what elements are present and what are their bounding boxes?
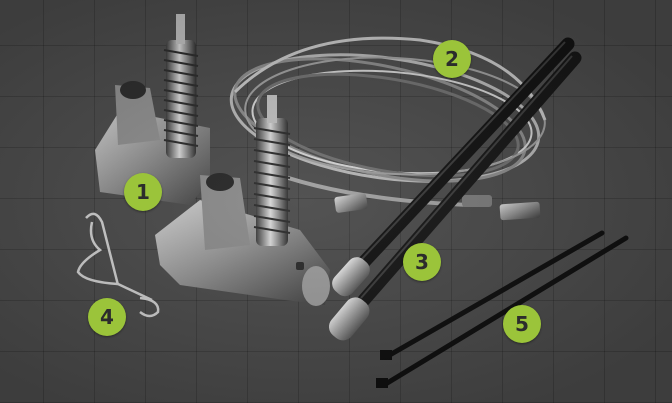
callout-badge-2: 2 [433,40,471,78]
wire-clip [76,212,160,318]
black-rods [328,37,582,341]
callout-badge-4: 4 [88,298,126,336]
callout-badge-5: 5 [503,305,541,343]
callout-badge-3: 3 [403,243,441,281]
band-buckles [334,193,541,221]
cable-ties [376,230,629,388]
spring-clamp-back [95,14,210,205]
spring-clamp-front [155,95,330,306]
steel-band-coil [229,36,547,207]
callout-badge-1: 1 [124,173,162,211]
